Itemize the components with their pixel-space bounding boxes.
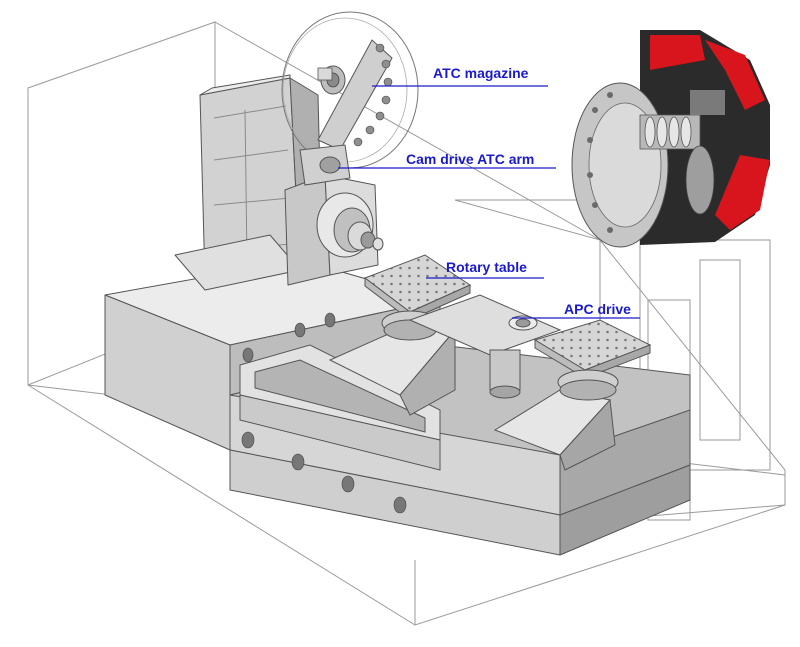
apc-arm (408, 294, 562, 399)
label-rotary-table: Rotary table (446, 259, 527, 275)
label-apc-drive: APC drive (564, 301, 631, 317)
callout-leaders (338, 85, 640, 319)
base-bolt-holes (241, 312, 407, 514)
cam-drive-cutaway (571, 30, 770, 248)
label-atc-magazine: ATC magazine (433, 65, 529, 81)
second-pallet (533, 319, 652, 401)
label-cam-drive-atc-arm: Cam drive ATC arm (406, 151, 535, 167)
chip-trough (239, 344, 441, 471)
atc-magazine-disc (281, 11, 419, 169)
spindle-head (284, 174, 384, 286)
cam-drive-housing (299, 144, 351, 186)
